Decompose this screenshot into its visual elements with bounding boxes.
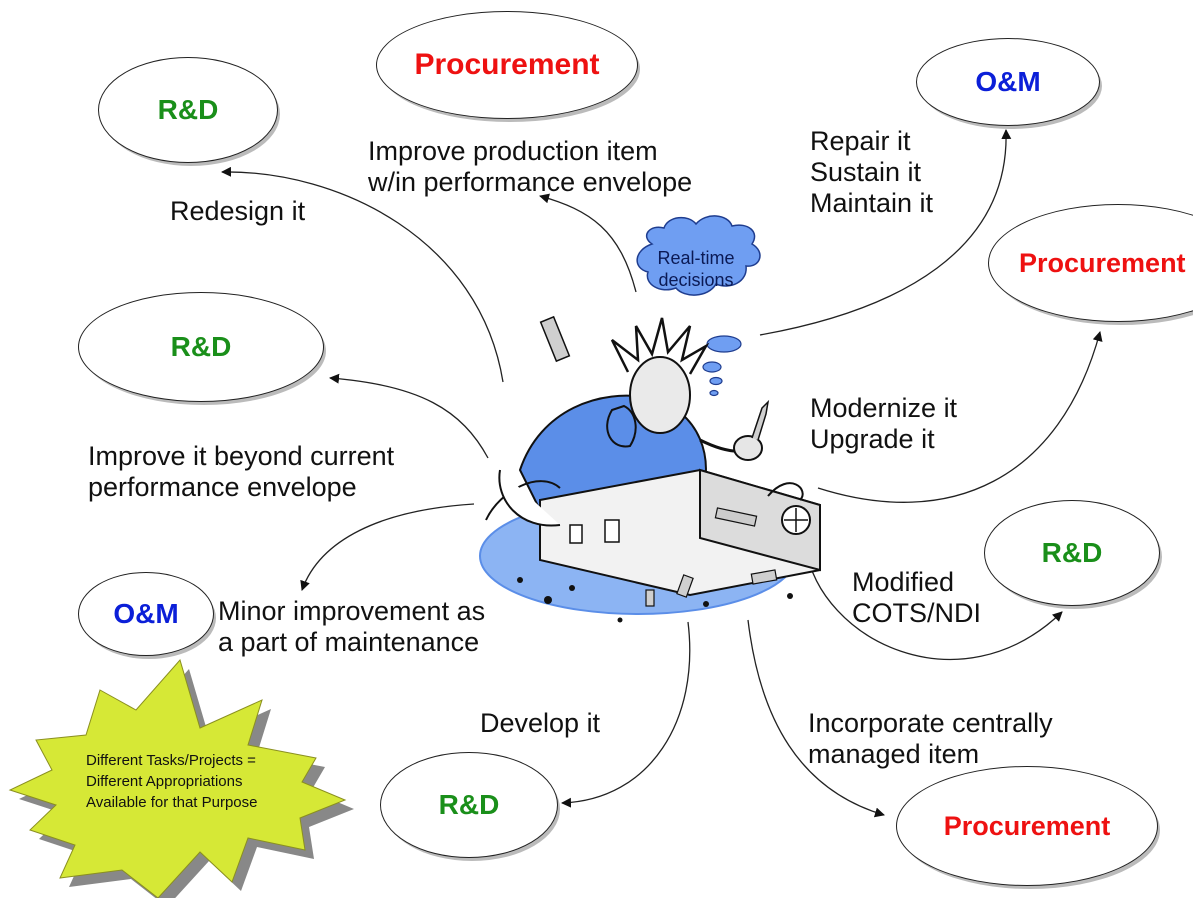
node-om-left: O&M: [78, 572, 214, 656]
label-line: Repair it: [810, 126, 911, 156]
arrow-modernize: [817, 331, 1103, 503]
node-label: R&D: [170, 331, 232, 362]
cloud-line: decisions: [658, 270, 734, 290]
node-label: O&M: [975, 66, 1041, 97]
arrow-improve-beyond: [329, 373, 489, 459]
node-label: Procurement: [943, 810, 1111, 841]
arrow-repair: [759, 129, 1012, 336]
label-line: performance envelope: [88, 472, 357, 502]
node-rd-left: R&D: [78, 292, 324, 402]
label-repair-sustain-maintain: Repair it Sustain it Maintain it: [810, 126, 933, 219]
label-text: Redesign it: [170, 196, 306, 226]
label-develop: Develop it: [480, 708, 600, 739]
label-modified-cots: Modified COTS/NDI: [852, 567, 981, 629]
node-label: Procurement: [1019, 247, 1186, 278]
starburst-line: Different Tasks/Projects =: [86, 752, 256, 769]
node-procurement-top: Procurement: [376, 11, 638, 119]
label-line: w/in performance envelope: [368, 167, 693, 197]
node-label: R&D: [1041, 537, 1103, 568]
arrow-incorporate: [747, 619, 885, 818]
label-incorporate: Incorporate centrally managed item: [808, 708, 1053, 770]
node-label: Procurement: [414, 48, 600, 81]
label-modernize-upgrade: Modernize it Upgrade it: [810, 393, 957, 455]
cloud-line: Real-time: [657, 248, 735, 268]
label-improve-production: Improve production item w/in performance…: [368, 136, 692, 198]
label-line: Upgrade it: [810, 424, 935, 454]
arrow-minor: [300, 503, 475, 591]
label-line: Improve production item: [368, 136, 658, 166]
node-procurement-right: Procurement: [988, 204, 1193, 322]
label-line: Minor improvement as: [218, 596, 486, 626]
starburst-label: Different Tasks/Projects = Different App…: [86, 750, 326, 813]
label-line: Modified: [852, 567, 955, 597]
arrow-develop: [561, 621, 691, 808]
node-label: O&M: [113, 598, 179, 629]
label-redesign: Redesign it: [170, 196, 305, 227]
node-rd-bottom: R&D: [380, 752, 558, 858]
label-line: a part of maintenance: [218, 627, 480, 657]
label-line: Improve it beyond current: [88, 441, 395, 471]
label-line: managed item: [808, 739, 980, 769]
node-procurement-bottom: Procurement: [896, 766, 1158, 886]
label-text: Develop it: [480, 708, 601, 738]
connectors: [221, 129, 1103, 818]
node-rd-top-left: R&D: [98, 57, 278, 163]
thought-cloud-icon: [636, 215, 761, 397]
starburst-line: Available for that Purpose: [86, 794, 258, 811]
label-line: COTS/NDI: [852, 598, 982, 628]
arrow-improve-production: [539, 193, 637, 293]
label-line: Maintain it: [810, 188, 934, 218]
label-improve-beyond: Improve it beyond current performance en…: [88, 441, 394, 503]
arrow-modified: [805, 547, 1063, 661]
arrow-redesign: [221, 166, 504, 383]
node-om-top-right: O&M: [916, 38, 1100, 126]
node-rd-right: R&D: [984, 500, 1160, 606]
frustrated-man-repairing-machine-icon: [479, 315, 821, 623]
cloud-label: Real-time decisions: [648, 247, 744, 291]
starburst-line: Different Appropriations: [86, 773, 243, 790]
node-label: R&D: [157, 94, 219, 125]
label-line: Incorporate centrally: [808, 708, 1053, 738]
label-line: Sustain it: [810, 157, 922, 187]
label-line: Modernize it: [810, 393, 958, 423]
starburst: [8, 658, 347, 898]
label-minor-improvement: Minor improvement as a part of maintenan…: [218, 596, 485, 658]
node-label: R&D: [438, 789, 500, 820]
